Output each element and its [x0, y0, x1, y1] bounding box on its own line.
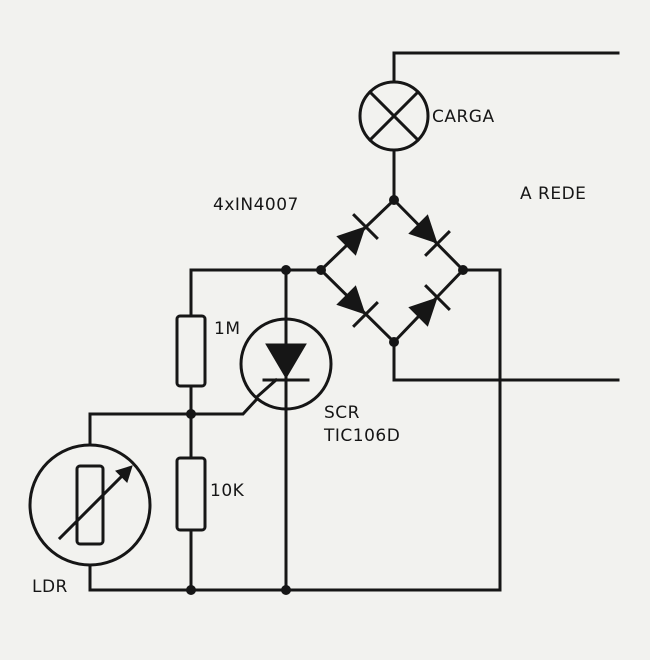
- diode-d3: [336, 285, 379, 328]
- wire-mains-bottom: [392, 340, 620, 382]
- label-ldr: LDR: [32, 577, 68, 597]
- junction-dots: [186, 195, 468, 595]
- wire-left-rail: [189, 268, 323, 318]
- label-resistor-1m: 1M: [214, 319, 240, 339]
- diode-d2: [408, 214, 451, 257]
- label-load: CARGA: [432, 107, 495, 127]
- wire-right-rail: [88, 268, 502, 592]
- diode-d1: [336, 213, 379, 256]
- label-resistor-10k: 10K: [210, 481, 245, 501]
- label-scr-part: TIC106D: [323, 426, 400, 446]
- diode-d4: [408, 284, 451, 327]
- resistor-1m: [175, 314, 207, 388]
- label-bridge: 4xIN4007: [213, 195, 299, 215]
- scr-thyristor: [239, 317, 333, 411]
- diode-bridge: [318, 197, 466, 345]
- resistor-10k: [175, 456, 207, 532]
- ldr-photoresistor: [28, 443, 152, 567]
- lamp-load: [358, 80, 430, 152]
- label-mains: A REDE: [520, 184, 586, 204]
- label-scr: SCR: [324, 403, 360, 423]
- wires: [88, 51, 620, 592]
- wire-mains-top: [392, 51, 620, 84]
